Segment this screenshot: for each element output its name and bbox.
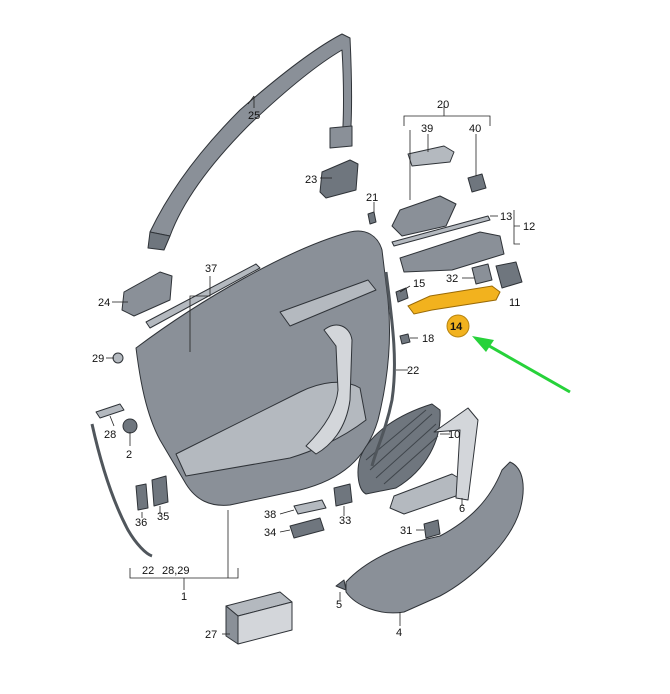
label-13: 13 [500, 211, 512, 223]
label-22-left: 22 [142, 565, 154, 577]
label-37: 37 [205, 263, 217, 275]
label-33: 33 [339, 515, 351, 527]
label-28-29: 28,29 [162, 565, 190, 577]
label-12: 12 [523, 221, 535, 233]
callout-14-badge [446, 314, 470, 338]
label-34: 34 [264, 527, 276, 539]
part-32-clip [471, 263, 493, 285]
part-31-switch [423, 519, 441, 539]
part-15-clip [395, 287, 409, 303]
label-14: 14 [450, 321, 463, 333]
part-13-rod [391, 215, 491, 247]
label-5: 5 [336, 599, 342, 611]
part-20-handle-housing [391, 195, 457, 237]
part-5-screw [335, 579, 347, 591]
part-2-tweeter [122, 418, 138, 434]
label-39: 39 [421, 123, 433, 135]
label-36: 36 [135, 517, 147, 529]
leader-lines [106, 95, 520, 635]
label-25: 25 [248, 110, 260, 122]
label-4: 4 [396, 627, 402, 639]
label-21: 21 [366, 192, 378, 204]
part-40-clip [467, 173, 487, 193]
part-22-seal-right [370, 271, 396, 467]
part-10-speaker-grille [357, 403, 441, 495]
label-35: 35 [157, 511, 169, 523]
label-6: 6 [459, 503, 465, 515]
label-2: 2 [126, 449, 132, 461]
label-31: 31 [400, 525, 412, 537]
label-10: 10 [448, 429, 460, 441]
part-24-bracket [121, 271, 173, 317]
label-29: 29 [92, 353, 104, 365]
pointer-arrow [472, 336, 571, 394]
label-27: 27 [205, 629, 217, 641]
part-23-cover [319, 159, 359, 199]
label-40: 40 [469, 123, 481, 135]
part-36-button [135, 483, 149, 511]
label-11: 11 [509, 297, 520, 309]
label-38: 38 [264, 509, 276, 521]
part-22-seal-left [90, 423, 153, 558]
part-35-switch [151, 475, 169, 507]
label-23: 23 [305, 174, 317, 186]
label-22-right: 22 [407, 365, 419, 377]
part-11-pull-cup [495, 261, 523, 289]
part-21-screw [367, 211, 377, 225]
part-25-window-frame-trim [147, 33, 353, 251]
part-18-screw [399, 333, 411, 345]
part-12-switch-base [399, 231, 505, 273]
label-18: 18 [422, 333, 434, 345]
part-39-handle [407, 145, 455, 167]
part-38-lamp [293, 499, 327, 515]
label-32: 32 [446, 273, 458, 285]
part-34-light [289, 517, 325, 539]
part-29-clip [112, 352, 124, 364]
part-27-control-unit [225, 591, 293, 645]
callout-labels: 25 23 24 37 20 39 40 21 13 12 32 11 15 1… [92, 99, 535, 641]
label-28: 28 [104, 429, 116, 441]
label-24: 24 [98, 297, 110, 309]
part-1-door-trim-panel [135, 230, 391, 506]
part-6-frame [433, 407, 479, 501]
label-15: 15 [413, 278, 425, 290]
part-33-switch [333, 483, 353, 507]
part-14-highlighted-trim [407, 285, 501, 315]
part-28-cover [95, 403, 125, 419]
label-1: 1 [181, 591, 187, 603]
label-20: 20 [437, 99, 449, 111]
